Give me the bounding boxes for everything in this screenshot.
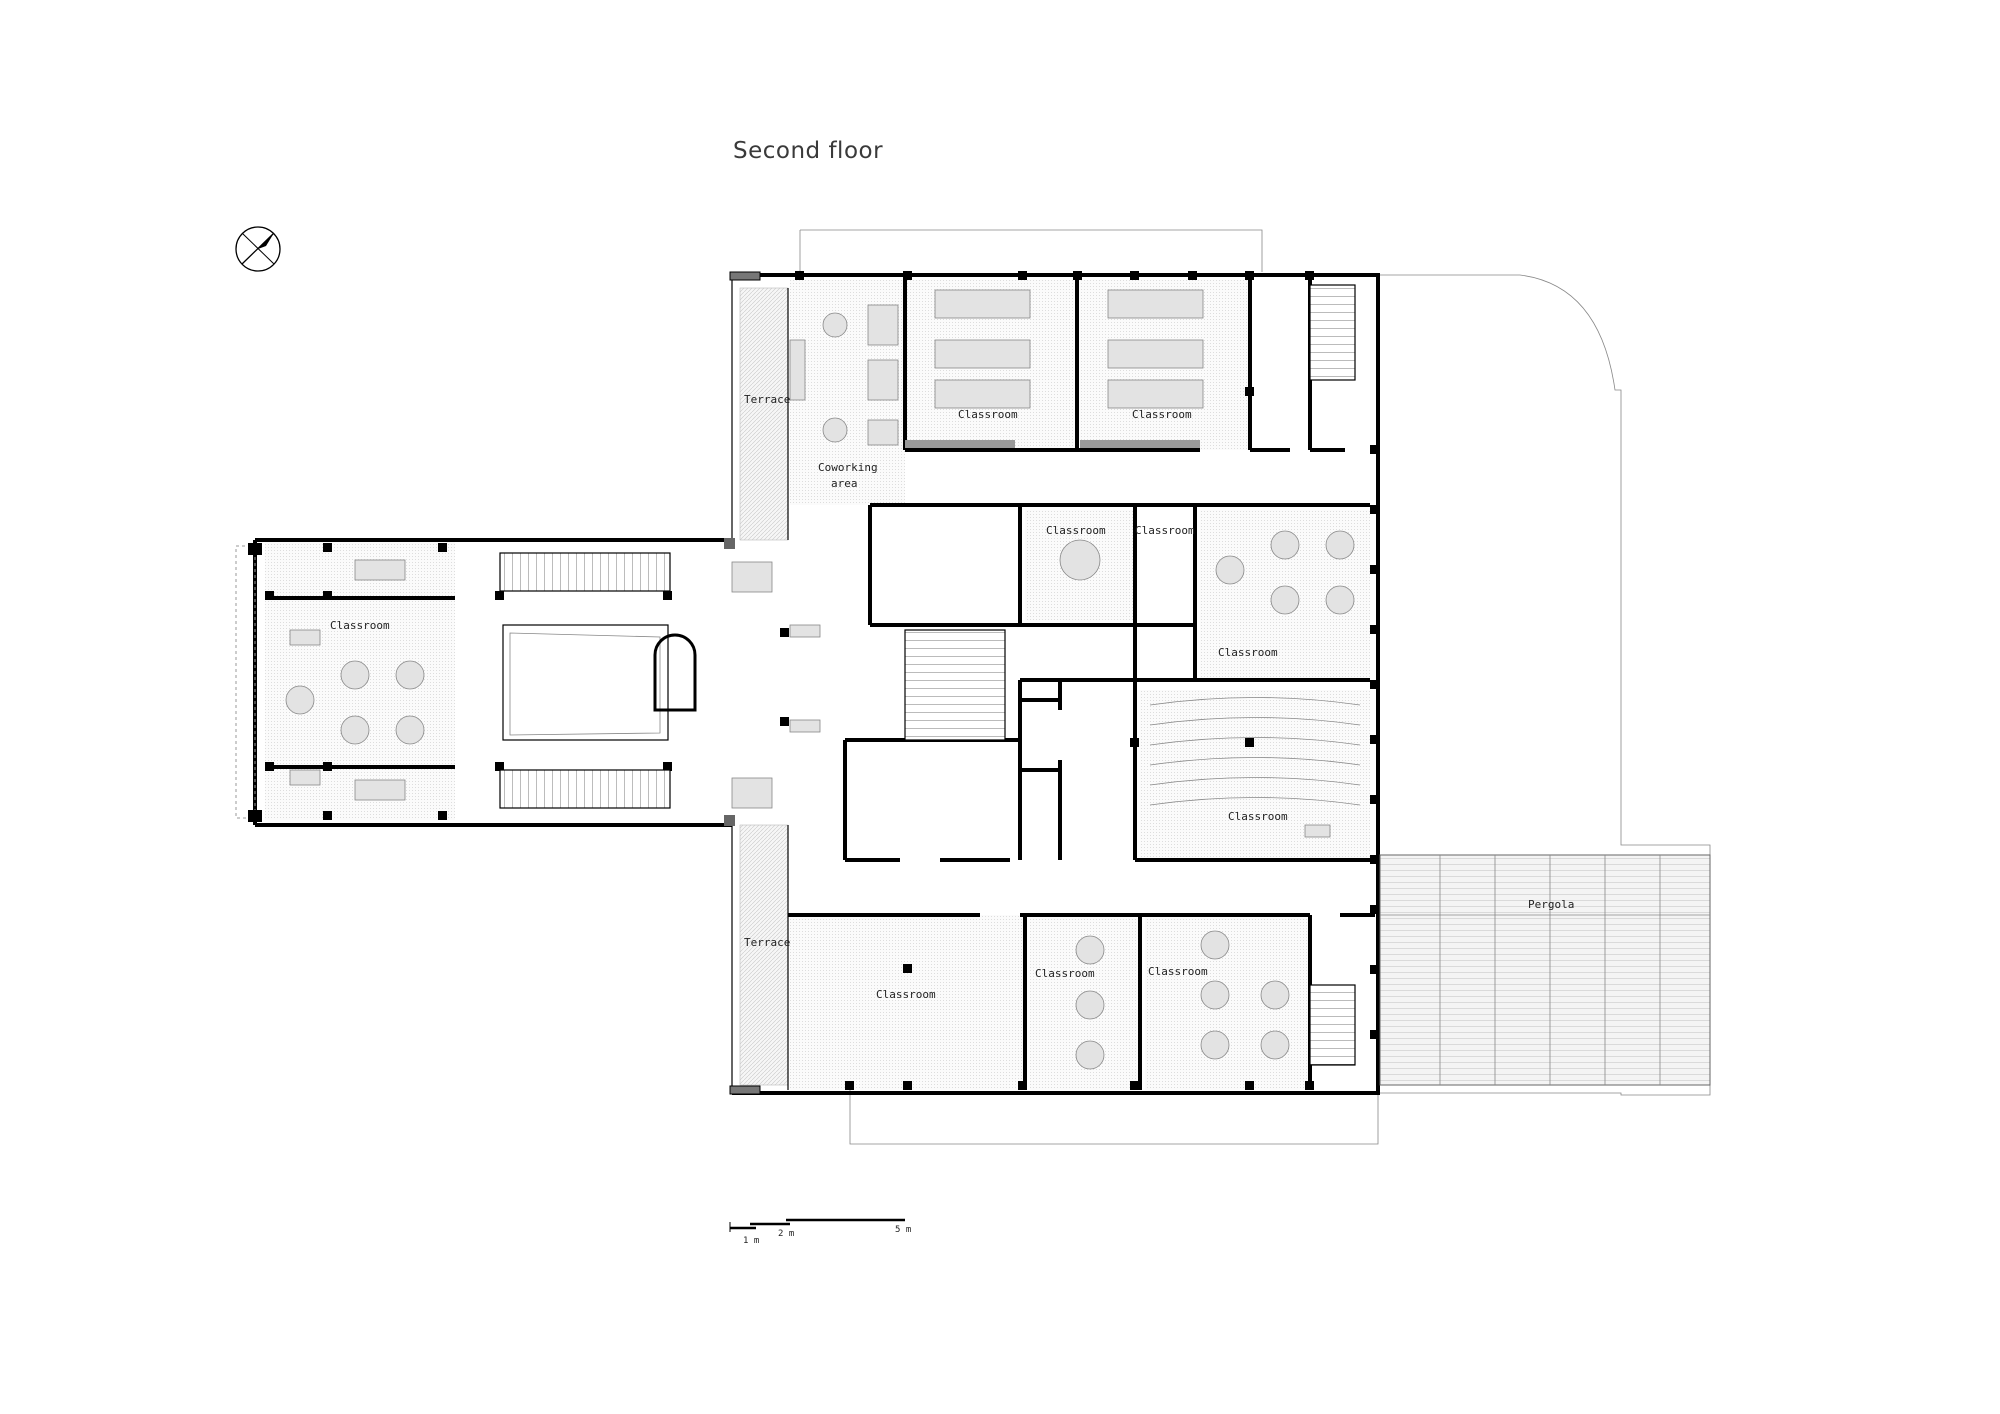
label-classroom-west: Classroom (330, 619, 390, 632)
label-classroom-s1: Classroom (876, 988, 936, 1001)
desks-north-1 (905, 289, 1031, 448)
lobby-furniture (731, 561, 821, 809)
auditorium-seating (1149, 697, 1361, 838)
north-arrow-icon (235, 226, 281, 272)
site-context (799, 229, 1711, 1145)
atrium (502, 624, 697, 741)
terrace-south (739, 824, 789, 1086)
scale-label-5m: 5 m (895, 1225, 911, 1235)
label-classroom-n1: Classroom (958, 408, 1018, 421)
pergola-grid (1380, 855, 1710, 1085)
round-tables (285, 530, 1355, 1070)
scale-label-1m: 1 m (743, 1236, 759, 1246)
pergola-deck (1379, 854, 1711, 1086)
label-classroom-auditorium: Classroom (1228, 810, 1288, 823)
scale-bar: 1 m 2 m 5 m (729, 1218, 911, 1246)
label-coworking-1: Coworking (818, 461, 878, 474)
label-terrace-south: Terrace (744, 936, 790, 949)
stairs (499, 284, 1356, 1066)
plan-title: Second floor (733, 138, 884, 164)
label-classroom-small2: Classroom (1135, 524, 1195, 537)
west-wing-tables (265, 559, 455, 801)
structural-columns (248, 271, 1379, 1090)
label-classroom-s3: Classroom (1148, 965, 1208, 978)
label-pergola: Pergola (1528, 898, 1574, 911)
room-labels: Terrace Coworking area Classroom Classro… (330, 393, 1574, 1001)
label-classroom-n2: Classroom (1132, 408, 1192, 421)
label-classroom-s2: Classroom (1035, 967, 1095, 980)
label-terrace-north: Terrace (744, 393, 790, 406)
label-classroom-east: Classroom (1218, 646, 1278, 659)
desks-north-2 (1080, 289, 1204, 448)
label-classroom-small1: Classroom (1046, 524, 1106, 537)
label-coworking-2: area (831, 477, 858, 490)
terrace-north (739, 287, 789, 541)
scale-label-2m: 2 m (778, 1229, 794, 1239)
coworking-furniture (789, 304, 899, 446)
